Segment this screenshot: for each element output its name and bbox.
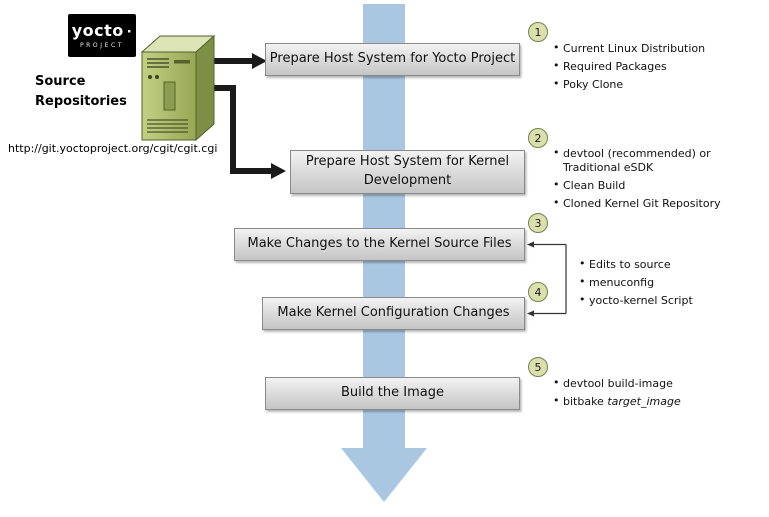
step-box-2-label: Prepare Host System for Kernel Developme… (305, 154, 510, 188)
step-box-5: Build the Image (265, 377, 520, 410)
bullet-item: Current Linux Distribution (552, 41, 747, 56)
bullet-item: Poky Clone (552, 77, 747, 92)
step-2-bullets: devtool (recommended) or Traditional eSD… (552, 146, 738, 215)
bitbake-prefix: bitbake (563, 395, 604, 409)
source-repositories-label: Source Repositories (35, 74, 127, 109)
yocto-logo-subtext: PROJECT (79, 41, 125, 49)
bullet-item: Edits to source (578, 257, 743, 272)
bullet-item: bitbake target_image (552, 394, 742, 409)
step-5-bullets: devtool build-image bitbake target_image (552, 376, 742, 413)
step-1-bullets: Current Linux Distribution Required Pack… (552, 41, 747, 96)
step-number-1: 1 (528, 22, 548, 42)
step-number-3: 3 (528, 213, 548, 233)
bullet-item: Required Packages (552, 59, 747, 74)
step-box-4-label: Make Kernel Configuration Changes (277, 305, 510, 321)
steps-3-4-shared-bullets: Edits to source menuconfig yocto-kernel … (578, 257, 743, 312)
bullet-item: Clean Build (552, 178, 738, 193)
source-repo-url: http://git.yoctoproject.org/cgit/cgit.cg… (8, 142, 218, 155)
step-number-2: 2 (528, 128, 548, 148)
yocto-logo: yocto· PROJECT (68, 14, 136, 57)
bitbake-target-image: target_image (607, 395, 681, 409)
bullet-item: devtool (recommended) or Traditional eSD… (552, 146, 738, 175)
step-number-4: 4 (528, 282, 548, 302)
step-number-5: 5 (528, 357, 548, 377)
step-box-4: Make Kernel Configuration Changes (262, 297, 525, 330)
step-box-3: Make Changes to the Kernel Source Files (234, 228, 525, 261)
step-box-1-label: Prepare Host System for Yocto Project (269, 51, 516, 67)
step-box-1: Prepare Host System for Yocto Project (265, 43, 520, 76)
yocto-logo-dot: · (126, 24, 133, 40)
bullet-item: devtool build-image (552, 376, 742, 391)
yocto-logo-text: yocto· (71, 20, 133, 40)
step-box-3-label: Make Changes to the Kernel Source Files (247, 236, 512, 252)
step-box-2: Prepare Host System for Kernel Developme… (290, 150, 525, 194)
bullet-item: menuconfig (578, 275, 743, 290)
bullet-item: Cloned Kernel Git Repository (552, 196, 738, 211)
server-icon (140, 34, 216, 142)
bullet-item: yocto-kernel Script (578, 293, 743, 308)
step-box-5-label: Build the Image (341, 385, 444, 401)
